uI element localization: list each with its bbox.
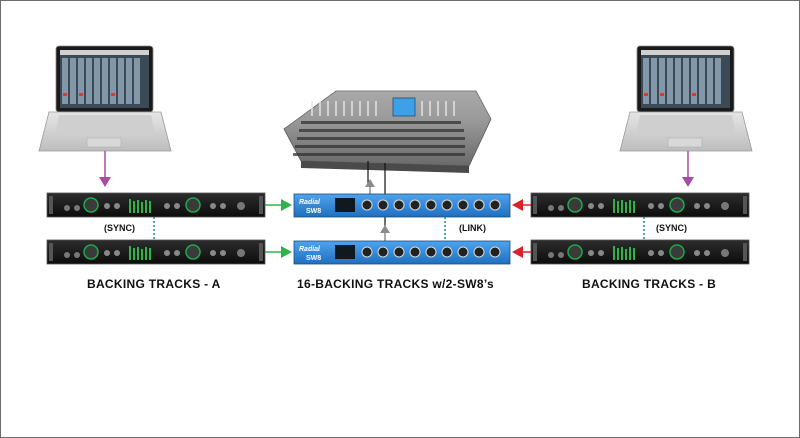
- usb-line-left: [99, 151, 111, 187]
- backing-tracks-a-caption: BACKING TRACKS - A: [87, 277, 221, 291]
- red-arrow-upper: [512, 199, 531, 211]
- usb-line-right: [682, 151, 694, 187]
- sync-label-right: (SYNC): [656, 223, 687, 233]
- laptop-right: [619, 45, 753, 152]
- center-caption: 16-BACKING TRACKS w/2-SW8’s: [297, 277, 495, 291]
- green-arrow-lower: [265, 246, 292, 258]
- green-arrow-upper: [265, 199, 292, 211]
- sw8-upper-model: SW8: [306, 208, 321, 215]
- sw8-lower-brand: Radial: [299, 246, 321, 253]
- sw8-lower-model: SW8: [306, 255, 321, 262]
- sw8-upper-brand: Radial: [299, 199, 321, 206]
- mixing-console: [283, 90, 492, 173]
- apollo-left-upper: [46, 192, 266, 218]
- link-label: (LINK): [459, 223, 486, 233]
- gray-arrow-upper: [365, 179, 375, 194]
- gray-arrow-lower: [380, 225, 390, 241]
- sync-label-left: (SYNC): [104, 223, 135, 233]
- sw8-lower: [293, 240, 511, 265]
- apollo-right-lower: [530, 239, 750, 265]
- apollo-right-upper: [530, 192, 750, 218]
- red-arrow-lower: [512, 246, 531, 258]
- sw8-upper: [293, 193, 511, 218]
- apollo-left-lower: [46, 239, 266, 265]
- backing-tracks-b-caption: BACKING TRACKS - B: [582, 277, 717, 291]
- laptop-left: [38, 45, 172, 152]
